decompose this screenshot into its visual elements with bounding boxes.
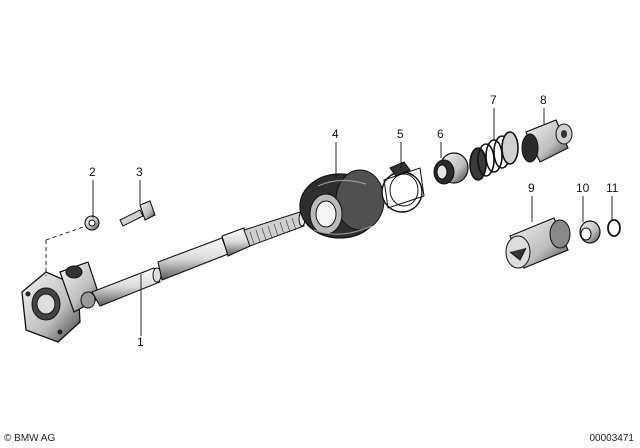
rubber-boot-part-4 bbox=[299, 169, 385, 239]
bearing-part-10 bbox=[579, 220, 601, 244]
callout-2: 2 bbox=[89, 165, 96, 179]
coupling-part-8 bbox=[521, 119, 573, 163]
sleeve-part-9 bbox=[505, 217, 571, 269]
callout-4: 4 bbox=[332, 127, 339, 141]
hose-clamp-part-5 bbox=[381, 161, 425, 213]
washer-part-2 bbox=[84, 215, 100, 231]
bushing-part-6 bbox=[433, 152, 469, 185]
callout-11: 11 bbox=[606, 181, 619, 195]
callout-8: 8 bbox=[540, 93, 547, 107]
bolt-part-3 bbox=[119, 200, 156, 227]
callout-6: 6 bbox=[437, 127, 444, 141]
copyright-text: © BMW AG bbox=[4, 433, 56, 444]
callout-10: 10 bbox=[576, 181, 590, 195]
leader-lines bbox=[45, 108, 613, 336]
callout-3: 3 bbox=[136, 165, 143, 179]
callout-1: 1 bbox=[137, 335, 144, 349]
callout-5: 5 bbox=[397, 127, 404, 141]
coil-spring-part-7 bbox=[469, 131, 519, 181]
callout-labels: 1 2 3 4 5 6 7 8 9 10 11 bbox=[89, 93, 619, 349]
callout-7: 7 bbox=[490, 93, 497, 107]
document-number: 00003471 bbox=[589, 433, 635, 444]
circlip-part-11 bbox=[607, 219, 621, 237]
steering-shaft-part-1 bbox=[21, 211, 306, 343]
callout-9: 9 bbox=[528, 181, 535, 195]
